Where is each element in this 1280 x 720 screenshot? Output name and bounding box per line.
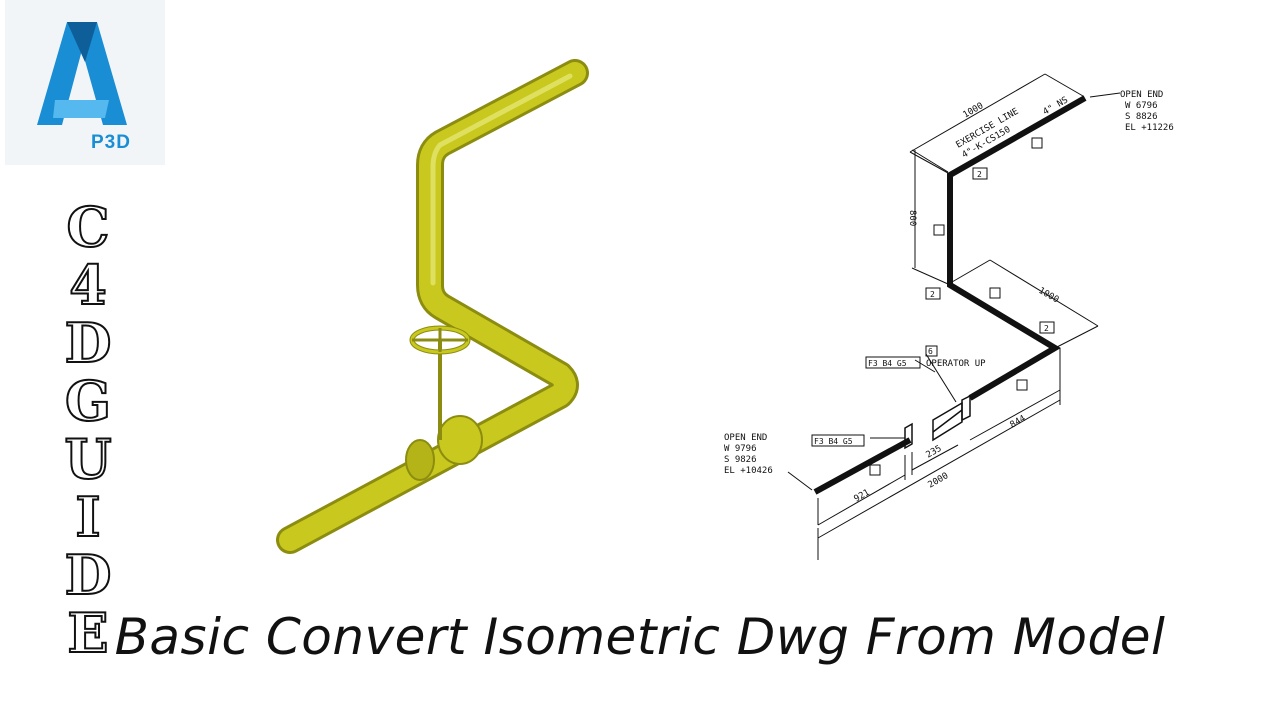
top-end-el: EL +11226 xyxy=(1125,123,1174,133)
tag-2a: 2 xyxy=(977,170,982,179)
dim-middle: 1000 xyxy=(1037,286,1061,306)
brand-letter: C xyxy=(66,195,111,259)
flange-tag-2: F3 B4 G5 xyxy=(814,437,853,446)
brand-letter: G xyxy=(64,369,112,433)
dim-top: 1000 xyxy=(962,101,986,121)
dim-vertical: 800 xyxy=(907,210,917,226)
top-end-title: OPEN END xyxy=(1120,90,1163,100)
tag-6: 6 xyxy=(928,347,933,356)
bottom-end-s: S 9826 xyxy=(724,455,757,465)
tag-2c: 2 xyxy=(1044,324,1049,333)
dim-844: 844 xyxy=(1009,414,1028,431)
flange-tag-1: F3 B4 G5 xyxy=(868,359,907,368)
video-title: Basic Convert Isometric Dwg From Model xyxy=(114,608,1166,666)
bottom-end-w: W 9796 xyxy=(724,444,757,454)
autocad-plant3d-logo: P3D xyxy=(5,0,165,165)
operator-note: OPERATOR UP xyxy=(926,359,986,369)
brand-letter: 4 xyxy=(68,253,108,317)
logo-label: P3D xyxy=(91,132,131,153)
top-end-w: W 6796 xyxy=(1125,101,1158,111)
top-end-s: S 8826 xyxy=(1125,112,1158,122)
brand-letter: U xyxy=(63,427,112,491)
channel-brand: C 4 D G U I D E xyxy=(58,195,118,665)
brand-letter: D xyxy=(64,543,113,607)
tag-2b: 2 xyxy=(930,290,935,299)
brand-letter: I xyxy=(74,485,101,549)
bottom-end-title: OPEN END xyxy=(724,433,767,443)
brand-letter: D xyxy=(64,311,113,375)
pipe-3d-model xyxy=(270,55,620,565)
brand-letter: E xyxy=(66,601,109,665)
dim-921: 921 xyxy=(853,488,872,505)
a-logo-icon xyxy=(37,22,127,125)
bottom-end-el: EL +10426 xyxy=(724,466,773,476)
isometric-drawing: OPEN END W 6796 S 8826 EL +11226 OPEN EN… xyxy=(700,60,1200,570)
